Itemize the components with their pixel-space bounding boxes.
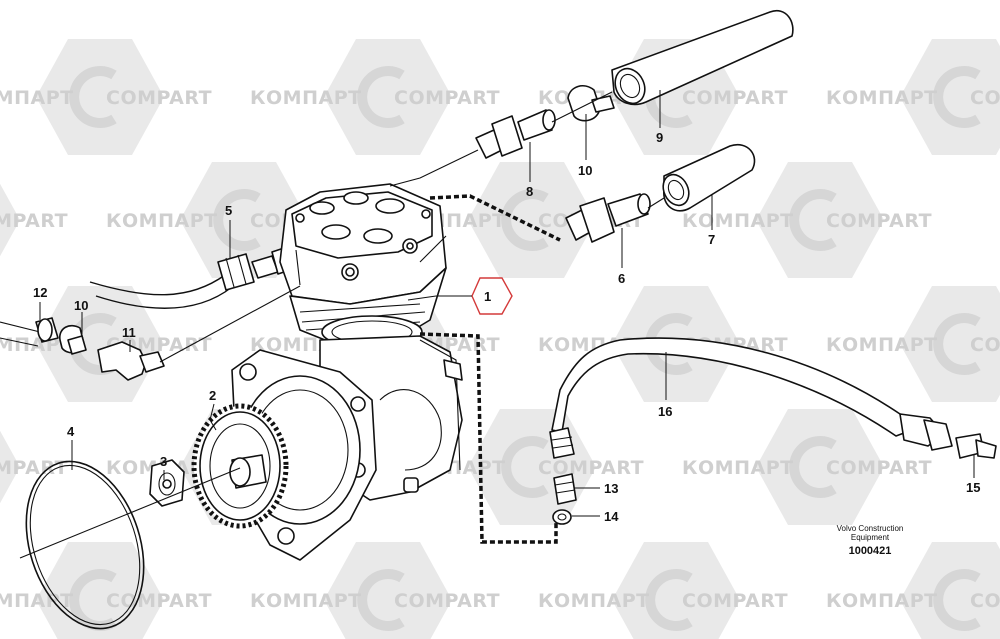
callout-8[interactable]: 8 [526,184,533,199]
callout-5[interactable]: 5 [225,203,232,218]
watermark-c-mark [789,436,837,498]
watermark-c-mark [501,436,549,498]
watermark-hexagon [756,409,884,525]
compressor-drawing [0,9,997,630]
watermark-text-latin: COMPART [682,590,788,612]
callout-14[interactable]: 14 [604,509,619,524]
callout-4[interactable]: 4 [67,424,75,439]
callout-10-top[interactable]: 10 [578,163,592,178]
watermark-c-mark [357,569,405,631]
watermark-hexagon [612,542,740,639]
watermark-text-cyrillic: КОМПАРТ [250,590,362,612]
callout-16[interactable]: 16 [658,404,672,419]
watermark-text-latin: COMPART [826,457,932,479]
watermark-text-cyrillic: КОМПАРТ [0,590,74,612]
document-number: 1000421 [849,545,892,557]
gear [191,403,289,529]
watermark-hexagon [324,542,452,639]
callout-3[interactable]: 3 [160,454,167,469]
watermark-hexagon [0,183,20,257]
caption-line-2: Equipment [851,533,890,542]
watermark-hexagon [324,39,452,155]
caption-line-1: Volvo Construction [837,524,904,533]
watermark-hexagon [36,542,164,639]
callout-12[interactable]: 12 [33,285,47,300]
watermark-text-latin: COMPART [970,87,1000,109]
watermark-text-latin: COMPART [970,334,1000,356]
watermark-text-latin: COMPART [538,457,644,479]
watermark-text-cyrillic: КОМПАРТ [682,210,794,232]
watermark-text-latin: COMPART [826,210,932,232]
watermark-text-latin: COMPART [394,87,500,109]
callout-9[interactable]: 9 [656,130,663,145]
watermark-text-cyrillic: КОМПАРТ [538,590,650,612]
watermark-text-cyrillic: КОМПАРТ [0,87,74,109]
watermark-text-cyrillic: КОМПАРТ [682,457,794,479]
diagram-caption: Volvo Construction Equipment 1000421 [837,524,904,557]
watermark-c-mark [213,189,261,251]
callout-highlight-hexagon [471,277,513,315]
watermark-c-mark [789,189,837,251]
watermark-hexagon [900,542,1000,639]
watermark-text-latin: COMPART [682,87,788,109]
callout-15[interactable]: 15 [966,480,980,495]
watermark-hexagon [0,430,20,504]
leader-lines [39,90,975,517]
watermark-text-latin: COMPART [394,590,500,612]
callout-7[interactable]: 7 [708,232,715,247]
watermark-text-cyrillic: КОМПАРТ [826,87,938,109]
callout-1[interactable]: 1 [484,289,491,304]
watermark-c-mark [501,189,549,251]
callout-10-left[interactable]: 10 [74,298,88,313]
watermark-text-cyrillic: КОМПАРТ [826,590,938,612]
watermark-hexagon [756,162,884,278]
watermark-c-mark [357,66,405,128]
watermark-text-cyrillic: КОМПАРТ [250,87,362,109]
watermark-c-mark [933,66,981,128]
watermark-text-cyrillic: КОМПАРТ [826,334,938,356]
callout-6[interactable]: 6 [618,271,625,286]
watermark-hexagon [180,162,308,278]
watermark-text-latin: COMPART [106,590,212,612]
watermark-c-mark [69,569,117,631]
watermark-c-mark [933,569,981,631]
watermark-c-mark [645,569,693,631]
callout-numbers: 1 2 3 4 5 6 7 8 9 10 10 11 12 13 14 15 1… [33,130,980,524]
callout-11[interactable]: 11 [122,325,136,340]
watermark-hexagon [36,39,164,155]
watermark-text-latin: COMPART [0,457,68,479]
watermark-c-mark [69,66,117,128]
callout-13[interactable]: 13 [604,481,618,496]
watermark-c-mark [933,313,981,375]
watermark-text-latin: COMPART [970,590,1000,612]
watermark-text-latin: COMPART [0,210,68,232]
watermark-text-latin: COMPART [106,87,212,109]
callout-2[interactable]: 2 [209,388,216,403]
watermark-text-cyrillic: КОМПАРТ [106,210,218,232]
watermark-hexagon [468,162,596,278]
